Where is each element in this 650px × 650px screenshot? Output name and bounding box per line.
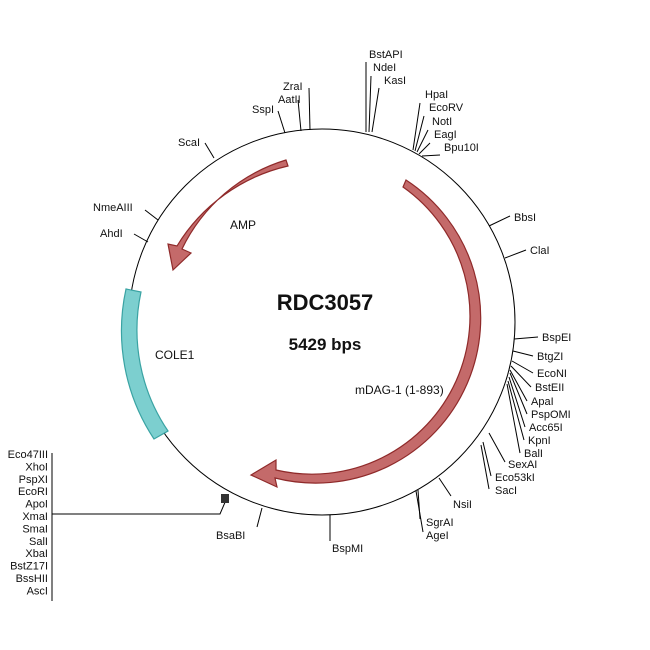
site-label: AgeI [426,530,449,542]
site-label: BstAPI [369,49,403,61]
site-label: BstEII [535,382,564,394]
site-label: SexAI [508,459,537,471]
right-upper-sites: BbsI ClaI [488,212,550,259]
plasmid-size: 5429 bps [289,335,362,354]
left-sites: AhdI NmeAIII ScaI SspI AatII ZraI [93,81,311,243]
right-cluster-sites: BspEI BtgZI EcoNI BstEII ApaI PspOMI Acc… [506,332,571,460]
plasmid-name: RDC3057 [277,290,374,315]
site-label: NdeI [373,62,396,74]
site-label: PspOMI [531,409,571,421]
lower-right-sites: SexAI Eco53kI SacI [480,432,537,497]
site-label: EcoRV [429,102,464,114]
site-label: Eco53kI [495,472,535,484]
site-label: EcoNI [537,368,567,380]
site-label: XbaI [25,548,48,560]
bottom-sites: BspMI BsaBI [216,507,363,555]
site-label: BalI [524,448,543,460]
site-label: BssHII [16,573,48,585]
top-cluster-sites: BstAPI NdeI KasI [365,49,406,133]
mdag1-label: mDAG-1 (1-893) [355,383,444,397]
site-label: PspXI [19,474,48,486]
site-label: XmaI [22,511,48,523]
site-label: SalI [29,536,48,548]
site-label: ClaI [530,245,550,257]
site-label: HpaI [425,89,448,101]
site-label: NotI [432,116,452,128]
site-label: ZraI [283,81,303,93]
cole1-feature [120,288,169,440]
site-label: EagI [434,129,457,141]
site-label: KpnI [528,435,551,447]
site-label: NmeAIII [93,202,133,214]
site-label: BstZ17I [10,561,48,573]
site-label: EcoRI [18,486,48,498]
site-label: XhoI [25,461,48,473]
site-label: SacI [495,485,517,497]
cole1-label: COLE1 [155,348,195,362]
site-label: BsaBI [216,530,245,542]
mcs-site-marks [221,494,229,503]
site-label: BspMI [332,543,363,555]
backbone-circle [128,128,516,516]
site-label: NsiI [453,499,472,511]
site-label: BspEI [542,332,571,344]
site-label: SspI [252,104,274,116]
site-label: Bpu10I [444,142,479,154]
site-label: ApaI [531,396,554,408]
bottom-right-sites: NsiI SgrAI AgeI [415,477,472,542]
site-label: ScaI [178,137,200,149]
site-label: AhdI [100,228,123,240]
site-label: KasI [384,75,406,87]
site-label: BtgZI [537,351,563,363]
amp-feature [167,159,289,272]
site-label: ApoI [25,499,48,511]
site-label: AscI [27,585,48,597]
amp-label: AMP [230,218,256,232]
site-label: SmaI [22,523,48,535]
top-right-cluster-sites: HpaI EcoRV NotI EagI Bpu10I [412,89,479,157]
site-label: Acc65I [529,422,563,434]
site-label: AatII [278,94,301,106]
site-label: BbsI [514,212,536,224]
site-label: Eco47III [8,449,48,461]
mcs-cluster-sites: Eco47IIIXhoIPspXIEcoRIApoIXmaISmaISalIXb… [8,449,229,601]
mdag1-feature [249,179,482,489]
site-label: SgrAI [426,517,454,529]
